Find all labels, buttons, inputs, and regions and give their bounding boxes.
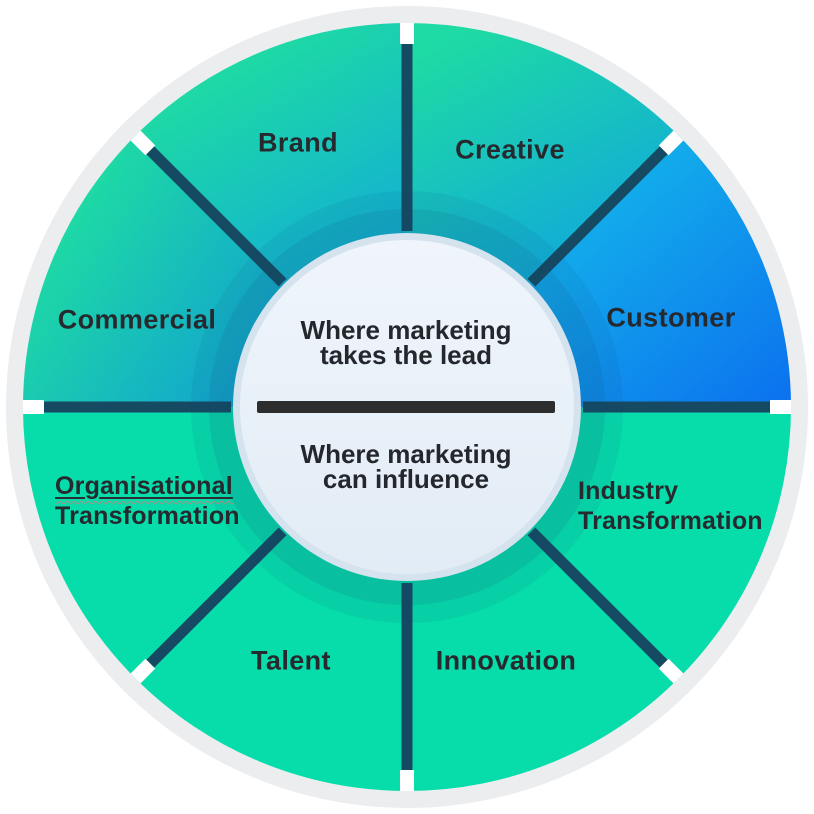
divider-notches [23, 23, 791, 791]
hub-divider-bar [257, 401, 555, 413]
segment-dividers [44, 44, 770, 770]
